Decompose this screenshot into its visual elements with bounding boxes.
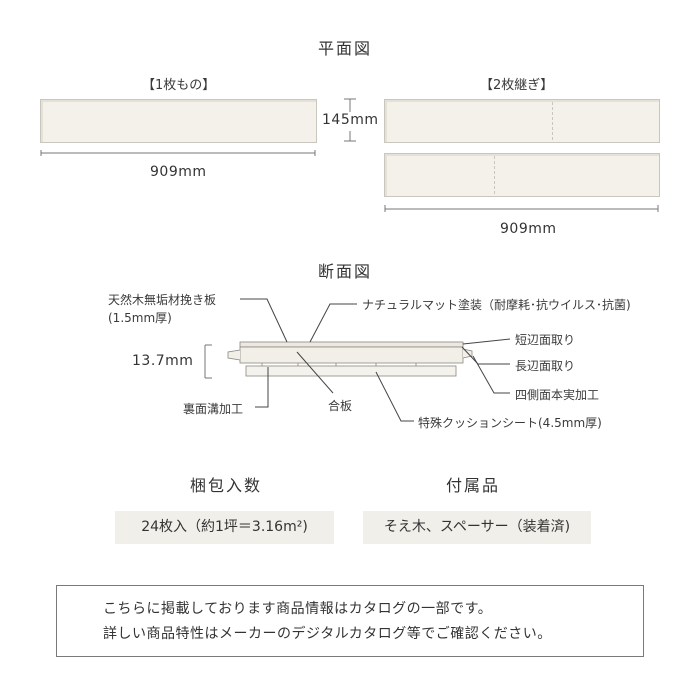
plan-title: 平面図 [318, 39, 373, 58]
packing-value: 24枚入（約1坪＝3.16m²) [115, 511, 334, 544]
accessories-value: そえ木、スペーサー（装着済) [363, 511, 591, 544]
single-length-dimension: 909mm [150, 164, 207, 180]
joined-board-top [384, 99, 660, 143]
single-board-label: 【1枚もの】 [142, 78, 216, 93]
accessories-heading: 付属品 [446, 476, 501, 495]
catalog-note-line-2: 詳しい商品特性はメーカーのデジタルカタログ等でご確認ください。 [103, 626, 552, 642]
joined-board-label: 【2枚継ぎ】 [480, 78, 554, 93]
width-dimension: 145mm [322, 112, 379, 128]
callout-short-edge: 短辺面取り [515, 333, 576, 347]
joint-line [494, 156, 495, 194]
catalog-note-line-1: こちらに掲載しております商品情報はカタログの一部です。 [103, 601, 493, 617]
callout-back-groove: 裏面溝加工 [183, 402, 244, 416]
callout-cushion: 特殊クッションシート(4.5mm厚) [418, 416, 602, 430]
single-board [40, 99, 317, 143]
callout-top-material-note: (1.5mm厚) [108, 311, 172, 325]
joint-line [552, 102, 553, 140]
joined-board-bottom [384, 153, 660, 197]
packing-heading: 梱包入数 [190, 476, 263, 495]
section-title: 断面図 [318, 262, 373, 281]
callout-finish: ナチュラルマット塗装（耐摩耗･抗ウイルス･抗菌) [362, 298, 631, 312]
joined-length-dimension: 909mm [500, 221, 557, 237]
callout-long-edge: 長辺面取り [515, 359, 576, 373]
catalog-note-box: こちらに掲載しております商品情報はカタログの一部です。 詳しい商品特性はメーカー… [56, 585, 644, 657]
callout-plywood: 合板 [328, 399, 353, 413]
thickness-dimension: 13.7mm [132, 353, 194, 369]
callout-tongue-groove: 四側面本実加工 [515, 388, 600, 402]
callout-top-material: 天然木無垢材挽き板 [108, 293, 217, 307]
